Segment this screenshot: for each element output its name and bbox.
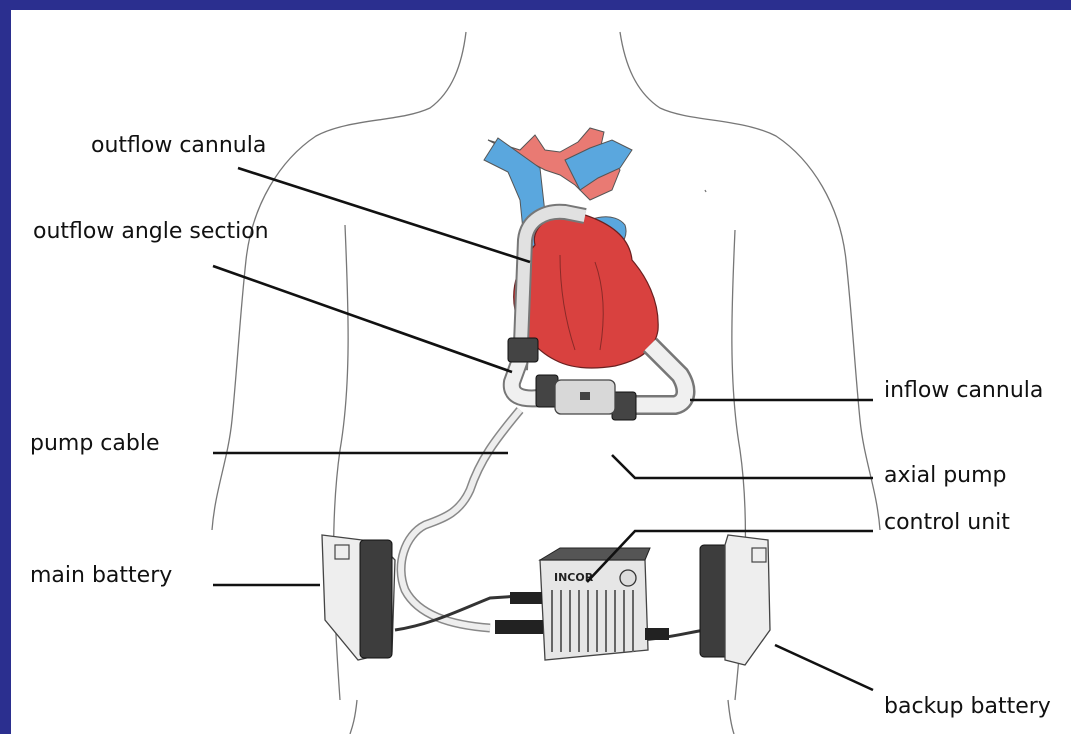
leader-backup-battery: [775, 645, 873, 690]
leader-outflow-angle: [213, 266, 512, 372]
label-outflow-angle-section: outflow angle section: [33, 219, 269, 245]
main-battery-graphic: [322, 535, 395, 660]
label-main-battery: main battery: [30, 563, 172, 589]
label-outflow-cannula: outflow cannula: [91, 133, 266, 159]
control-unit-graphic: INCOR: [495, 548, 669, 660]
label-inflow-cannula: inflow cannula: [884, 378, 1043, 404]
label-backup-battery: backup battery: [884, 694, 1051, 720]
label-control-unit: control unit: [884, 510, 1010, 536]
label-axial-pump: axial pump: [884, 463, 1007, 489]
label-pump-cable: pump cable: [30, 431, 160, 457]
axial-pump-graphic: [555, 380, 615, 414]
leader-outflow-cannula: [238, 168, 530, 262]
backup-battery-graphic: [700, 535, 770, 665]
